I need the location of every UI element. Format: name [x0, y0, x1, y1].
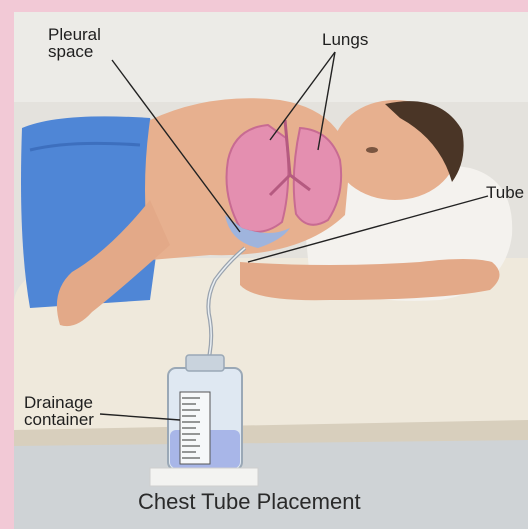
lower-arm [240, 259, 500, 300]
bottle-cap [186, 355, 224, 371]
left-lung [227, 125, 289, 232]
label-drainage-container: Drainage container [24, 394, 94, 428]
label-pleural-space: Pleural space [48, 26, 101, 60]
label-tube: Tube [486, 184, 524, 201]
bottle-stand [150, 468, 258, 486]
label-lungs: Lungs [322, 31, 368, 48]
caption: Chest Tube Placement [138, 490, 361, 514]
eye [366, 147, 378, 153]
